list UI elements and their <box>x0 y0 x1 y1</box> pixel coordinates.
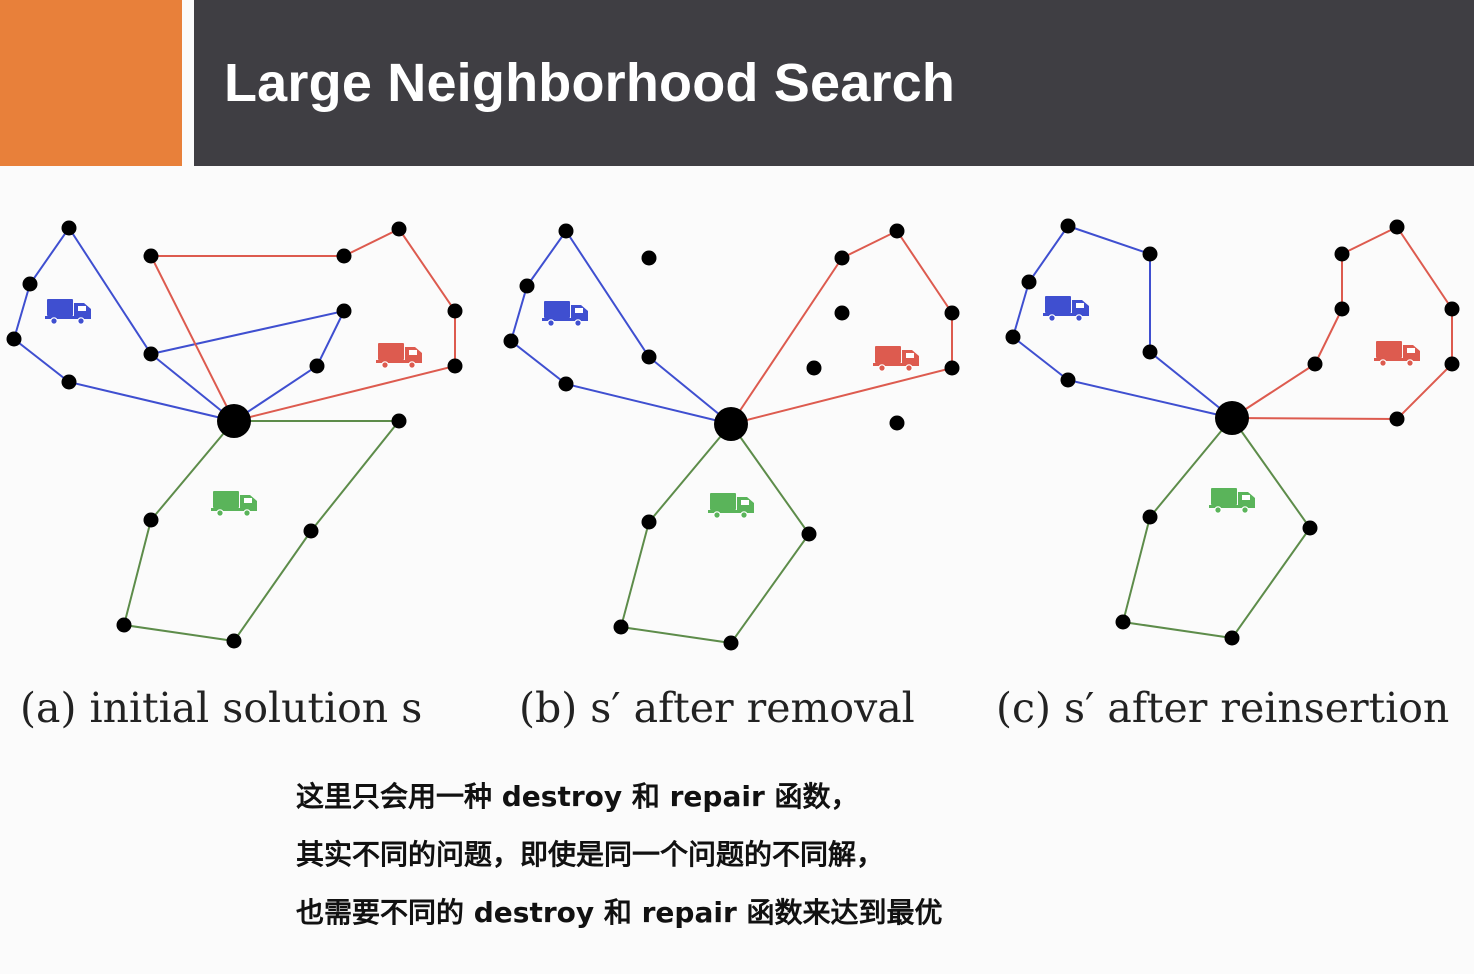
lns-diagram <box>6 218 1460 651</box>
note-line-1: 这里只会用一种 destroy 和 repair 函数， <box>296 780 859 813</box>
green-route <box>619 423 811 645</box>
panel-c <box>1005 218 1460 646</box>
green-truck-icon <box>210 490 258 517</box>
accent-block <box>0 0 182 166</box>
depot <box>1215 401 1249 435</box>
nodes <box>1005 218 1460 646</box>
blue-truck-icon <box>541 300 589 327</box>
green-route <box>1121 417 1312 640</box>
caption-b: (b) s′ after removal <box>519 684 915 732</box>
slide-title: Large Neighborhood Search <box>224 53 956 113</box>
depot <box>217 404 251 438</box>
panel-a <box>6 220 463 649</box>
note-line-3: 也需要不同的 destroy 和 repair 函数来达到最优 <box>296 896 943 929</box>
title-bar: Large Neighborhood Search <box>194 0 1474 166</box>
blue-route <box>12 226 346 423</box>
red-route <box>730 229 953 425</box>
red-truck-icon <box>1373 340 1421 367</box>
nodes <box>6 220 463 649</box>
blue-route <box>509 229 732 425</box>
red-truck-icon <box>872 345 920 372</box>
panel-b <box>503 223 960 651</box>
red-route <box>149 227 456 422</box>
depot <box>714 407 748 441</box>
green-truck-icon <box>1208 487 1256 514</box>
green-truck-icon <box>707 492 755 519</box>
red-truck-icon <box>375 342 423 369</box>
caption-c: (c) s′ after reinsertion <box>996 684 1450 732</box>
green-route <box>122 420 402 643</box>
blue-truck-icon <box>1042 295 1090 322</box>
notes: 这里只会用一种 destroy 和 repair 函数， 其实不同的问题，即使是… <box>296 772 943 946</box>
blue-truck-icon <box>44 298 92 325</box>
note-line-2: 其实不同的问题，即使是同一个问题的不同解， <box>296 838 885 871</box>
blue-route <box>1011 224 1233 419</box>
nodes <box>503 223 960 651</box>
caption-a: (a) initial solution s <box>20 684 423 732</box>
